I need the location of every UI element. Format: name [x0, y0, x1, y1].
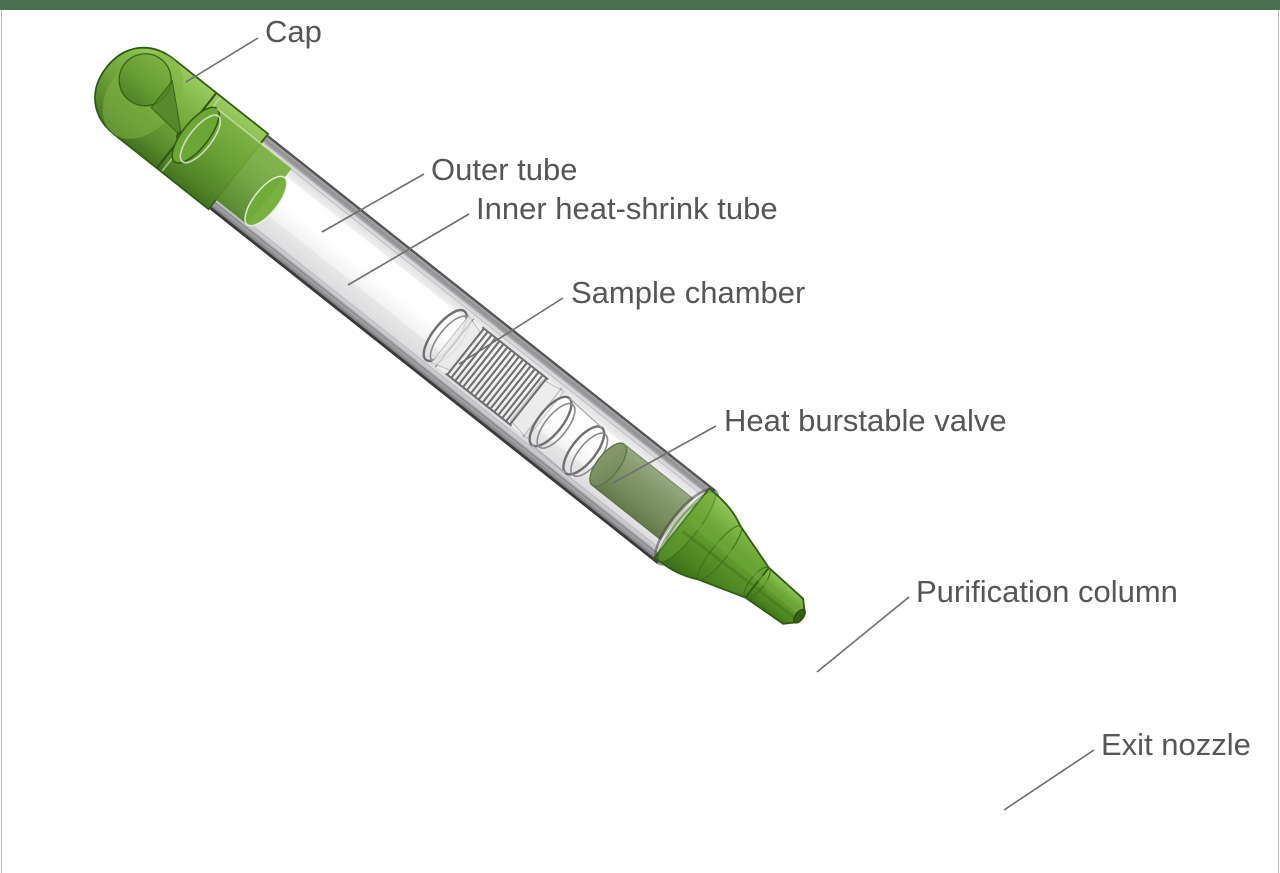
purification-column	[589, 442, 694, 541]
left-border-line	[1, 10, 2, 873]
label-cap: Cap	[265, 14, 322, 49]
leader-line-heat-burstable-valve	[612, 425, 717, 484]
inner-sleeve-rings	[528, 395, 609, 478]
label-purification-column: Purification column	[916, 574, 1178, 609]
leader-line-outer-tube	[321, 173, 425, 233]
callout-labels: Cap Outer tube Inner heat-shrink tube Sa…	[265, 14, 1251, 762]
top-accent-bar	[0, 0, 1280, 10]
leader-line-sample-chamber	[458, 297, 564, 365]
right-border-line	[1278, 10, 1279, 873]
leader-line-exit-nozzle	[1003, 749, 1095, 811]
heat-burstable-valve	[430, 314, 565, 440]
label-outer-tube: Outer tube	[431, 152, 577, 187]
label-sample-chamber: Sample chamber	[571, 275, 805, 310]
label-inner-heat-shrink-tube: Inner heat-shrink tube	[476, 191, 778, 226]
leader-lines	[185, 37, 1095, 811]
leader-line-purification-column	[816, 596, 910, 673]
exit-nozzle	[653, 487, 806, 625]
cap	[94, 46, 293, 227]
leader-line-cap	[185, 37, 259, 83]
tube-interior	[151, 93, 711, 556]
label-exit-nozzle: Exit nozzle	[1101, 727, 1251, 762]
leader-line-inner-heat-shrink-tube	[347, 213, 470, 286]
label-heat-burstable-valve: Heat burstable valve	[724, 403, 1007, 438]
device-assembly	[94, 46, 806, 625]
